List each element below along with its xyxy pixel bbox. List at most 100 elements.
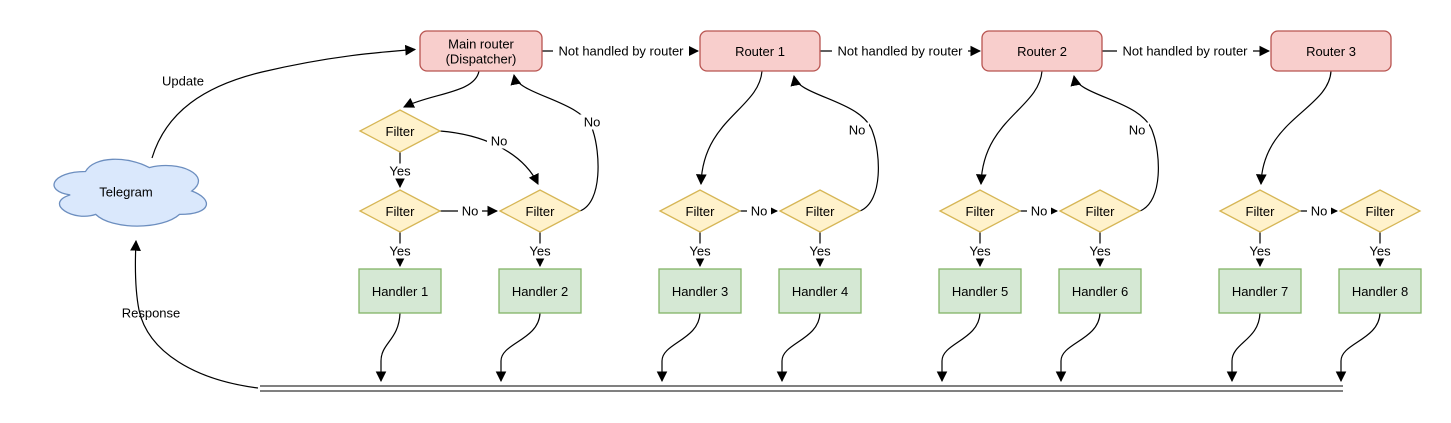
router1-label: Router 1 [735, 44, 785, 59]
handler4-box [778, 268, 862, 314]
handler1-node: Handler 1 [358, 268, 442, 314]
handler7-label: Handler 7 [1232, 284, 1288, 299]
svg-text:Yes: Yes [1249, 244, 1271, 259]
cloud-label: Telegram [99, 185, 152, 200]
filter2-node: Filter [358, 189, 442, 233]
edge-handler3-to-bus [656, 312, 701, 383]
edge-filter9-yes-to-handler8: Yes [1366, 232, 1394, 268]
handler1-label: Handler 1 [372, 284, 428, 299]
filter2-label: Filter [386, 204, 416, 219]
svg-text:Yes: Yes [1089, 244, 1111, 259]
handler2-label: Handler 2 [512, 284, 568, 299]
edge-dispatcher-to-filter1 [403, 70, 480, 108]
main-router-node: Main router (Dispatcher) [419, 30, 543, 72]
main-router-label-line1: Main router [448, 37, 514, 52]
router2-node: Router 2 [981, 30, 1103, 72]
handler5-label: Handler 5 [952, 284, 1008, 299]
filter1-label: Filter [386, 124, 416, 139]
handler1-box [358, 268, 442, 314]
edge-label-bg [553, 43, 689, 59]
filter4-diamond [658, 189, 742, 233]
edge-label-not-handled-1: Not handled by router [558, 44, 684, 59]
filter9-node: Filter [1338, 189, 1422, 233]
edge-filter2-no-to-filter3: No [440, 203, 499, 219]
cloud-shape [53, 158, 208, 227]
edge-handler2-to-bus [495, 312, 541, 383]
edge-label-not-handled-2: Not handled by router [837, 44, 963, 59]
filter7-label: Filter [1086, 204, 1116, 219]
filter5-label: Filter [806, 204, 836, 219]
filter9-label: Filter [1366, 204, 1396, 219]
handler5-node: Handler 5 [938, 268, 1022, 314]
edge-label-no-4: No [1125, 122, 1149, 138]
router2-label: Router 2 [1017, 44, 1067, 59]
edge-handler5-to-bus [936, 312, 981, 383]
filter8-label: Filter [1246, 204, 1276, 219]
edge-filter5-yes-to-handler4: Yes [806, 232, 834, 268]
svg-text:Yes: Yes [689, 244, 711, 259]
edge-filter1-yes-to-filter2: Yes [386, 152, 414, 189]
edge-router1-to-router2: Not handled by router [820, 43, 982, 59]
handler2-node: Handler 2 [498, 268, 582, 314]
edge-handler7-to-bus [1226, 312, 1261, 383]
edge-filter3-yes-to-handler2: Yes [526, 232, 554, 268]
svg-text:Yes: Yes [969, 244, 991, 259]
handler2-box [498, 268, 582, 314]
handler8-node: Handler 8 [1338, 268, 1422, 314]
edge-filter7-no-to-router2 [1070, 74, 1159, 212]
edge-handler8-to-bus [1335, 312, 1381, 383]
edge-update [151, 44, 417, 159]
filter9-diamond [1338, 189, 1422, 233]
router1-box [699, 30, 821, 72]
svg-text:No: No [1129, 123, 1146, 138]
svg-text:No: No [1031, 204, 1048, 219]
filter3-diamond [498, 189, 582, 233]
svg-text:Yes: Yes [809, 244, 831, 259]
edge-label-no-3: No [845, 122, 869, 138]
svg-text:No: No [1311, 204, 1328, 219]
svg-text:No: No [849, 123, 866, 138]
handler7-node: Handler 7 [1218, 268, 1302, 314]
handler7-box [1218, 268, 1302, 314]
handler5-box [938, 268, 1022, 314]
handler6-node: Handler 6 [1058, 268, 1142, 314]
handler4-label: Handler 4 [792, 284, 848, 299]
edge-label-update: Update [162, 74, 204, 89]
edge-filter3-no-to-dispatcher [510, 73, 599, 212]
edge-label-not-handled-3: Not handled by router [1122, 44, 1248, 59]
filter1-diamond [358, 109, 442, 153]
filter6-diamond [938, 189, 1022, 233]
main-router-box [419, 30, 543, 72]
edge-filter7-yes-to-handler6: Yes [1086, 232, 1114, 268]
edge-main-to-router1: Not handled by router [542, 43, 700, 59]
edge-label-no-1: No [487, 133, 511, 149]
router1-node: Router 1 [699, 30, 821, 72]
edge-handler1-to-bus [375, 312, 401, 383]
edge-handler4-to-bus [776, 312, 821, 383]
filter8-diamond [1218, 189, 1302, 233]
edge-label-bg [832, 43, 968, 59]
edge-filter4-yes-to-handler3: Yes [686, 232, 714, 268]
edge-filter8-no-to-filter9: No [1300, 203, 1339, 219]
telegram-cloud-node: Telegram [53, 158, 208, 227]
edge-label-response: Response [122, 306, 181, 321]
edge-filter4-no-to-filter5: No [740, 203, 779, 219]
handler8-box [1338, 268, 1422, 314]
edge-filter6-no-to-filter7: No [1020, 203, 1059, 219]
svg-text:Yes: Yes [389, 244, 411, 259]
filter4-label: Filter [686, 204, 716, 219]
filter6-node: Filter [938, 189, 1022, 233]
edge-label-no-2: No [580, 114, 604, 130]
handler3-box [658, 268, 742, 314]
edge-router3-to-filter8 [1255, 70, 1332, 186]
filter4-node: Filter [658, 189, 742, 233]
svg-text:Yes: Yes [1369, 244, 1391, 259]
filter3-label: Filter [526, 204, 556, 219]
svg-text:No: No [491, 134, 508, 149]
svg-text:No: No [462, 204, 479, 219]
router2-box [981, 30, 1103, 72]
handler8-label: Handler 8 [1352, 284, 1408, 299]
router3-node: Router 3 [1270, 30, 1392, 72]
filter7-diamond [1058, 189, 1142, 233]
